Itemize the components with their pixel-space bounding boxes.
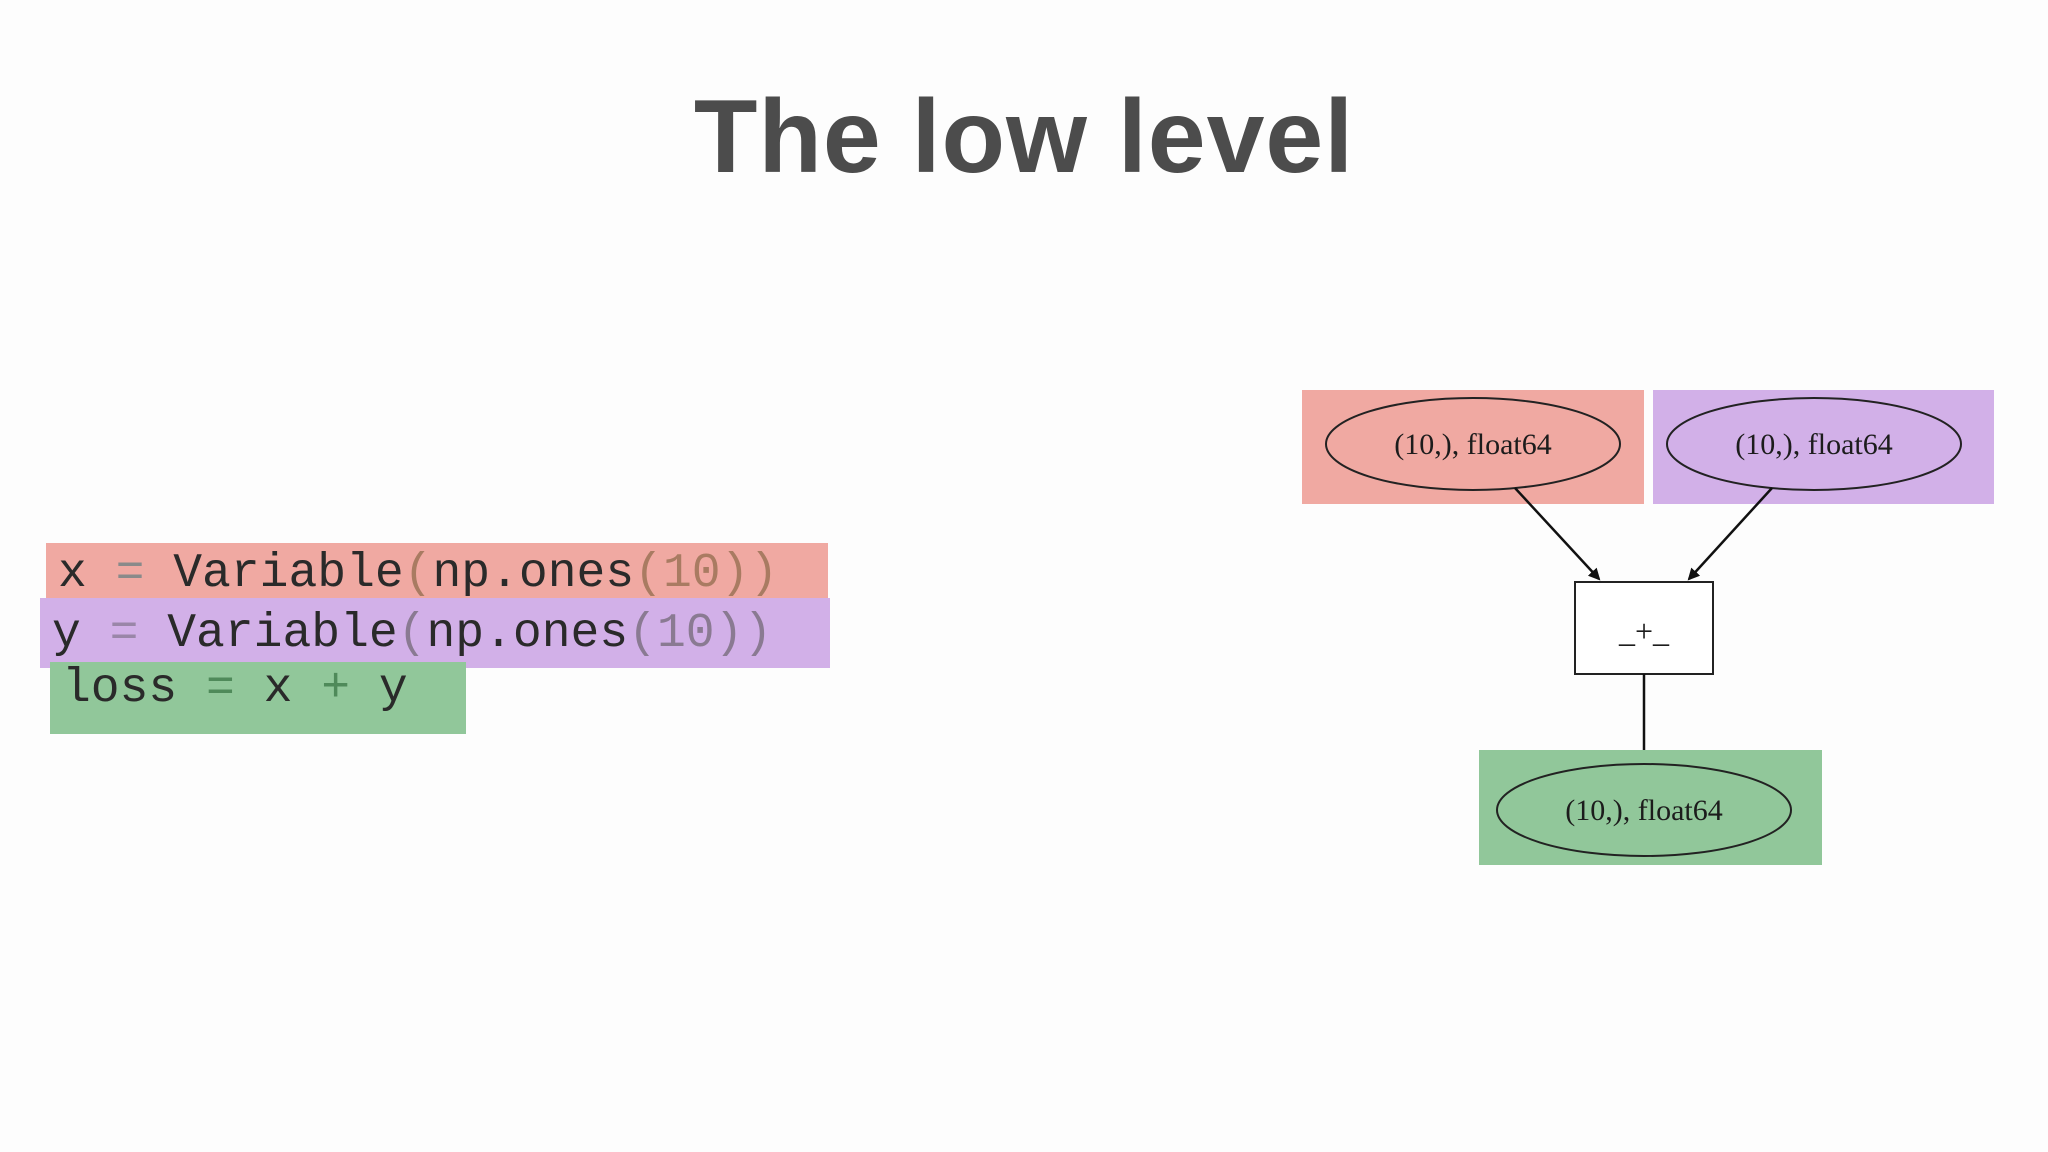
code-var-x: x [58, 547, 87, 601]
op-node-box [1574, 581, 1714, 675]
code-paren: ( [628, 607, 657, 661]
node-y-background [1653, 390, 1994, 504]
code-plus: + [292, 662, 379, 716]
code-paren: )) [720, 547, 779, 601]
node-y-label: (10,), float64 [1735, 428, 1892, 461]
code-paren: ( [403, 547, 433, 601]
node-y-ellipse [1666, 397, 1962, 491]
code-arg: 10 [662, 547, 721, 601]
code-assign: = [86, 547, 174, 601]
code-assign: = [80, 607, 168, 661]
node-loss-label: (10,), float64 [1565, 794, 1722, 827]
code-line-y: y = Variable(np.ones(10)) [40, 598, 830, 668]
code-paren: ( [397, 607, 427, 661]
code-line-loss: loss = x + y [50, 662, 466, 734]
code-assign: = [177, 662, 264, 716]
code-call-np-ones: np.ones [426, 607, 629, 661]
code-fn-variable: Variable [173, 547, 404, 601]
op-node-label: _+_ [1618, 613, 1670, 649]
code-var-y: y [52, 607, 81, 661]
node-x-ellipse [1325, 397, 1621, 491]
code-var-y-ref: y [378, 662, 408, 716]
code-fn-variable: Variable [167, 607, 398, 661]
computation-graph: (10,), float64 (10,), float64 _+_ (10,),… [1290, 380, 2010, 880]
code-paren: ( [634, 547, 663, 601]
code-arg: 10 [656, 607, 715, 661]
code-line-x: x = Variable(np.ones(10)) [46, 543, 828, 605]
edge-y-to-op [1687, 487, 1773, 581]
slide-title: The low level [693, 79, 1355, 195]
code-call-np-ones: np.ones [432, 547, 635, 601]
code-var-loss: loss [62, 662, 178, 716]
code-paren: )) [714, 607, 773, 661]
node-x-background [1302, 390, 1644, 504]
node-x-label: (10,), float64 [1394, 428, 1551, 461]
node-loss-ellipse [1496, 763, 1792, 857]
graph-canvas: (10,), float64 (10,), float64 _+_ (10,),… [1302, 390, 1994, 865]
edge-x-to-op [1514, 487, 1601, 581]
code-var-x-ref: x [263, 662, 293, 716]
node-loss-background [1479, 750, 1822, 865]
